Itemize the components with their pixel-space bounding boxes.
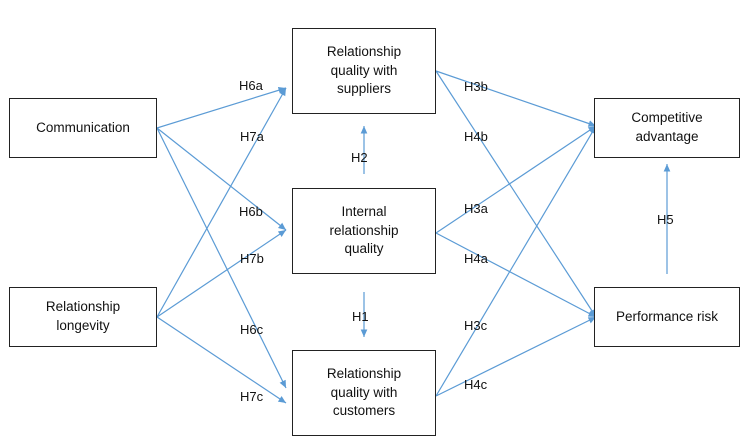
label-h1: H1 (352, 309, 369, 324)
node-rq-customers: Relationship quality with customers (292, 350, 436, 436)
arrow-h7c (156, 316, 287, 404)
label-h6c: H6c (240, 322, 264, 337)
arrow-h4b (435, 70, 597, 318)
arrow-h7a (156, 87, 287, 318)
label-h4a: H4a (464, 251, 488, 266)
label-h3b: H3b (464, 79, 488, 94)
label-h6b: H6b (239, 204, 263, 219)
node-internal-rq: Internal relationship quality (292, 188, 436, 274)
arrow-h6c (156, 127, 287, 389)
label-h3c: H3c (464, 318, 488, 333)
node-performance-risk: Performance risk (594, 287, 740, 347)
node-rq-suppliers: Relationship quality with suppliers (292, 28, 436, 114)
arrow-h3b (435, 70, 597, 127)
label-h7c: H7c (240, 389, 264, 404)
label-h6a: H6a (239, 78, 263, 93)
arrow-h6b (156, 127, 287, 231)
arrow-h4a (435, 232, 597, 318)
arrow-h3a (435, 125, 597, 234)
label-h4c: H4c (464, 377, 488, 392)
arrow-h4c (435, 316, 597, 397)
arrow-h6a (156, 87, 287, 129)
node-competitive-advantage: Competitive advantage (594, 98, 740, 158)
node-relationship-longevity: Relationship longevity (9, 287, 157, 347)
node-communication: Communication (9, 98, 157, 158)
label-h4b: H4b (464, 129, 488, 144)
label-h2: H2 (351, 150, 368, 165)
label-h7a: H7a (240, 129, 264, 144)
label-h5: H5 (657, 212, 674, 227)
label-h3a: H3a (464, 201, 488, 216)
arrow-h3c (435, 125, 597, 397)
label-h7b: H7b (240, 251, 264, 266)
arrow-h7b (156, 229, 287, 318)
